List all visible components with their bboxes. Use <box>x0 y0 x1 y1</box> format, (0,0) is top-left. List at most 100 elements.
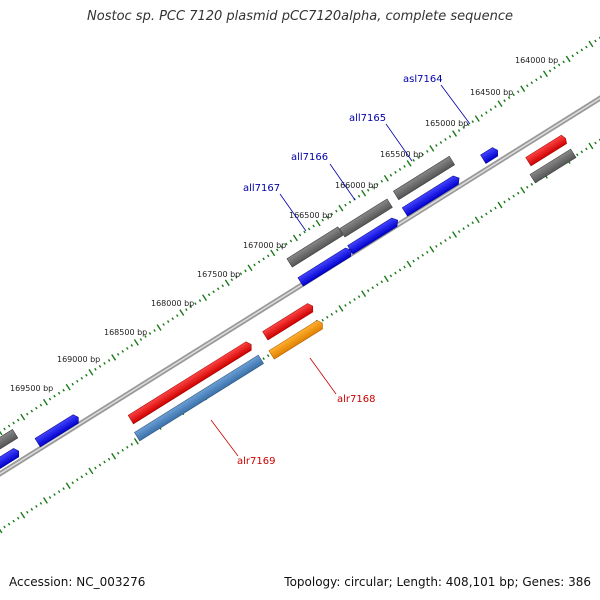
gene-label-alr7169[interactable]: alr7169 <box>237 456 275 467</box>
scale-tick <box>576 153 579 157</box>
tick-label: 166000 bp <box>335 181 378 190</box>
gene-label-alr7168[interactable]: alr7168 <box>337 394 375 405</box>
scale-tick <box>88 467 94 475</box>
scale-tick <box>371 286 374 290</box>
gene-all7165-gray[interactable] <box>393 155 455 201</box>
tick-label: 165000 bp <box>425 119 468 128</box>
scale-tick <box>485 212 488 216</box>
scale-tick <box>94 367 97 371</box>
gene-blue-far-left[interactable] <box>0 447 21 473</box>
accession-text: Accession: NC_003276 <box>9 575 146 589</box>
scale-tick <box>383 275 389 283</box>
map-title: Nostoc sp. PCC 7120 plasmid pCC7120alpha… <box>87 9 513 24</box>
scale-tick <box>439 141 443 144</box>
scale-tick <box>133 339 139 346</box>
scale-tick <box>585 45 588 49</box>
scale-tick <box>62 487 65 491</box>
scale-tick <box>3 525 6 529</box>
scale-tick <box>489 209 493 213</box>
scale-tick <box>516 191 520 195</box>
gene-all7165[interactable] <box>401 174 462 217</box>
scale-tick <box>494 206 497 210</box>
scale-tick <box>507 197 511 201</box>
scale-tick <box>42 398 48 406</box>
scale-tick <box>303 230 306 234</box>
tick-label: 166500 bp <box>289 211 332 220</box>
scale-tick <box>244 269 247 273</box>
scale-tick <box>53 493 56 496</box>
gene-alr7169[interactable] <box>134 354 264 442</box>
gene-gray-left[interactable] <box>0 429 19 453</box>
scale-tick <box>111 452 117 460</box>
scale-tick <box>76 379 79 383</box>
scale-tick <box>416 256 420 260</box>
scale-tick <box>71 481 74 485</box>
gene-features <box>0 134 577 473</box>
scale-tick <box>389 274 393 278</box>
scale-tick <box>7 522 11 526</box>
scale-tick <box>35 504 38 508</box>
scale-tick <box>48 397 52 401</box>
scale-tick <box>348 301 352 304</box>
backbone-line-inner <box>0 97 600 475</box>
scale-tick <box>16 516 20 520</box>
scale-tick <box>361 290 367 297</box>
gene-all7166-gray[interactable] <box>339 198 393 238</box>
scale-tick <box>507 96 511 100</box>
scale-tick <box>179 309 185 316</box>
scale-tick <box>121 448 124 452</box>
scale-tick <box>30 507 34 511</box>
gene-gray-right[interactable] <box>529 148 577 184</box>
scale-tick <box>298 233 302 237</box>
scale-tick <box>580 150 584 154</box>
gene-label-all7167[interactable]: all7167 <box>243 183 280 194</box>
gene-red-long[interactable] <box>127 340 254 425</box>
scale-tick <box>398 268 402 272</box>
scale-tick <box>471 221 474 225</box>
gene-alr7168[interactable] <box>268 319 325 360</box>
scale-tick <box>466 224 470 228</box>
scale-tick <box>39 502 43 505</box>
scale-tick <box>57 391 61 395</box>
scale-tick <box>594 39 597 43</box>
scale-tick <box>121 350 124 353</box>
scale-tick <box>371 185 374 189</box>
scale-tick <box>594 141 597 145</box>
scale-tick <box>98 364 102 368</box>
gene-red-right[interactable] <box>525 134 569 167</box>
scale-tick <box>462 126 465 129</box>
gene-labels: asl7164 all7165 all7166 all7167 alr7168 … <box>237 74 443 467</box>
scale-tick <box>280 245 284 249</box>
outer-scale-track <box>0 36 600 436</box>
scale-tick <box>452 130 458 137</box>
scale-tick <box>85 472 88 476</box>
scale-tick <box>107 457 111 461</box>
scale-tick <box>80 376 84 380</box>
gene-red-mid[interactable] <box>262 302 316 341</box>
gene-label-all7165[interactable]: all7165 <box>349 113 386 124</box>
scale-tick <box>176 314 179 317</box>
scale-tick <box>126 347 129 350</box>
scale-tick <box>344 203 347 207</box>
scale-tick <box>326 315 329 319</box>
gene-all7167-gray[interactable] <box>286 226 344 268</box>
scale-tick <box>366 289 370 293</box>
scale-tick <box>62 388 65 392</box>
gene-all7167[interactable] <box>297 246 354 287</box>
scale-tick <box>166 320 170 323</box>
scale-tick <box>503 99 506 103</box>
scale-tick <box>212 290 215 294</box>
scale-tick <box>111 354 117 361</box>
gene-label-all7166[interactable]: all7166 <box>291 152 328 163</box>
scale-tick <box>439 242 443 245</box>
scale-tick <box>526 84 529 88</box>
scale-tick <box>474 216 480 224</box>
scale-tick <box>571 54 574 58</box>
gene-all7166[interactable] <box>347 216 401 255</box>
scale-tick <box>57 490 61 493</box>
gene-blue-left[interactable] <box>34 413 81 448</box>
gene-label-asl7164[interactable]: asl7164 <box>403 74 443 85</box>
scale-tick <box>348 200 352 204</box>
gene-asl7164[interactable] <box>480 146 501 164</box>
scale-tick <box>53 394 56 398</box>
